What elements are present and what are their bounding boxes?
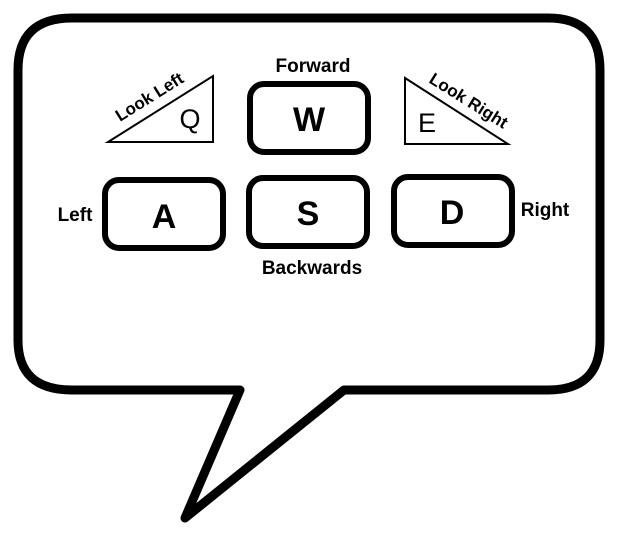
w-key-letter: W xyxy=(293,101,326,139)
d-key-letter: D xyxy=(440,194,465,232)
q-triangle xyxy=(104,74,214,143)
e-triangle xyxy=(404,76,512,145)
e-key-letter: E xyxy=(418,108,436,138)
w-key xyxy=(247,81,371,155)
s-key-letter: S xyxy=(297,195,320,233)
d-key xyxy=(391,174,515,248)
s-key xyxy=(246,175,370,249)
left-label: Left xyxy=(58,205,94,226)
right-label: Right xyxy=(521,200,570,221)
a-key xyxy=(102,177,226,251)
a-key-letter: A xyxy=(152,198,177,236)
forward-label: Forward xyxy=(276,56,351,77)
q-key-letter: Q xyxy=(179,104,200,134)
backwards-label: Backwards xyxy=(262,258,362,279)
